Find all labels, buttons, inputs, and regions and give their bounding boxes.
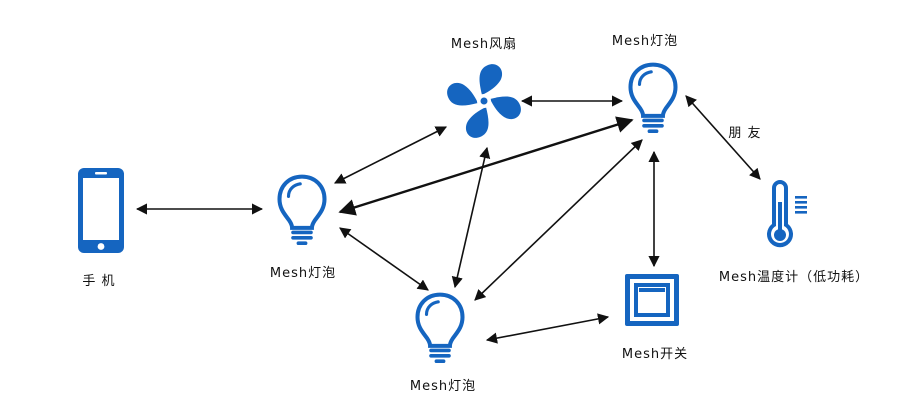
lightbulb-icon (280, 177, 325, 245)
bulb-left-label: Mesh灯泡 (269, 266, 337, 281)
fan-icon (447, 64, 521, 138)
bulb-bottom-label: Mesh灯泡 (409, 379, 477, 394)
edge-bulb-left-bulb-top (338, 116, 634, 216)
edge-fan-bulb-bottom (451, 146, 491, 289)
friend-edge-label: 朋 友 (728, 126, 762, 141)
switch-label: Mesh开关 (621, 347, 689, 362)
edge-bulb-left-fan (334, 126, 447, 184)
thermometer-icon (767, 180, 807, 248)
smartphone-icon (78, 168, 124, 253)
lightbulb-icon (418, 295, 463, 363)
fan-label: Mesh风扇 (450, 37, 518, 52)
phone-label: 手 机 (82, 274, 116, 289)
bulb-top-label: Mesh灯泡 (611, 34, 679, 49)
wall-switch-icon (625, 274, 679, 326)
edge-bulb-top-bulb-bottom (474, 139, 643, 301)
thermometer-label: Mesh温度计（低功耗） (718, 270, 870, 285)
edge-bulb-left-bulb-bottom (339, 227, 429, 291)
lightbulb-icon (631, 65, 676, 133)
edge-bulb-bottom-switch (485, 313, 610, 344)
edge-bulb-top-thermo (685, 95, 761, 180)
